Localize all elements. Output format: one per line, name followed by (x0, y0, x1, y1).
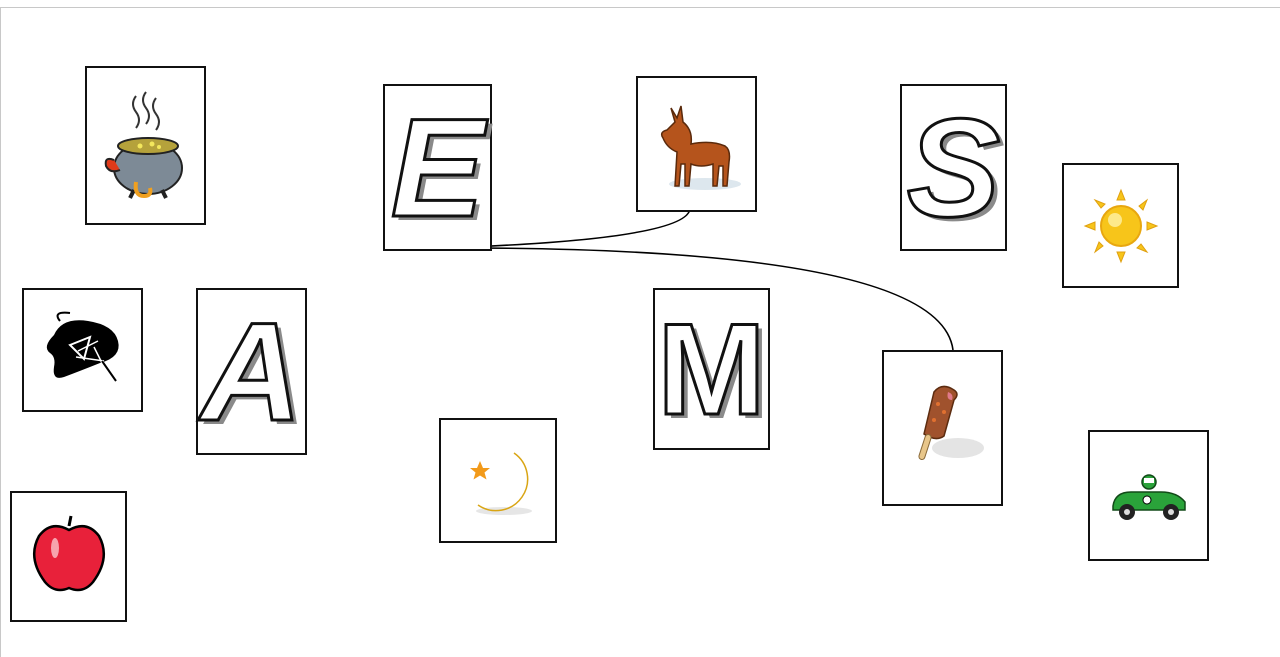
card-apple[interactable] (10, 491, 127, 622)
sun-icon (1081, 186, 1161, 266)
card-cauldron[interactable] (85, 66, 206, 225)
card-donkey[interactable] (636, 76, 757, 212)
card-sun[interactable] (1062, 163, 1179, 288)
card-letter-s[interactable]: S (900, 84, 1007, 251)
card-abstract[interactable] (22, 288, 143, 412)
donkey-icon (647, 94, 747, 194)
moon-icon (458, 441, 538, 521)
letter-m: M (657, 304, 765, 434)
abstract-icon (38, 305, 128, 395)
card-race-car[interactable] (1088, 430, 1209, 561)
card-ice-cream[interactable] (882, 350, 1003, 506)
ice-cream-icon (898, 378, 988, 478)
letter-e: E (391, 98, 484, 238)
card-letter-m[interactable]: M (653, 288, 770, 450)
letter-s: S (907, 98, 1000, 238)
apple-icon (29, 512, 109, 602)
letter-a: A (201, 302, 302, 442)
race-car-icon (1109, 466, 1189, 526)
card-letter-a[interactable]: A (196, 288, 307, 455)
cauldron-icon (96, 86, 196, 206)
card-letter-e[interactable]: E (383, 84, 492, 251)
card-moon[interactable] (439, 418, 557, 543)
